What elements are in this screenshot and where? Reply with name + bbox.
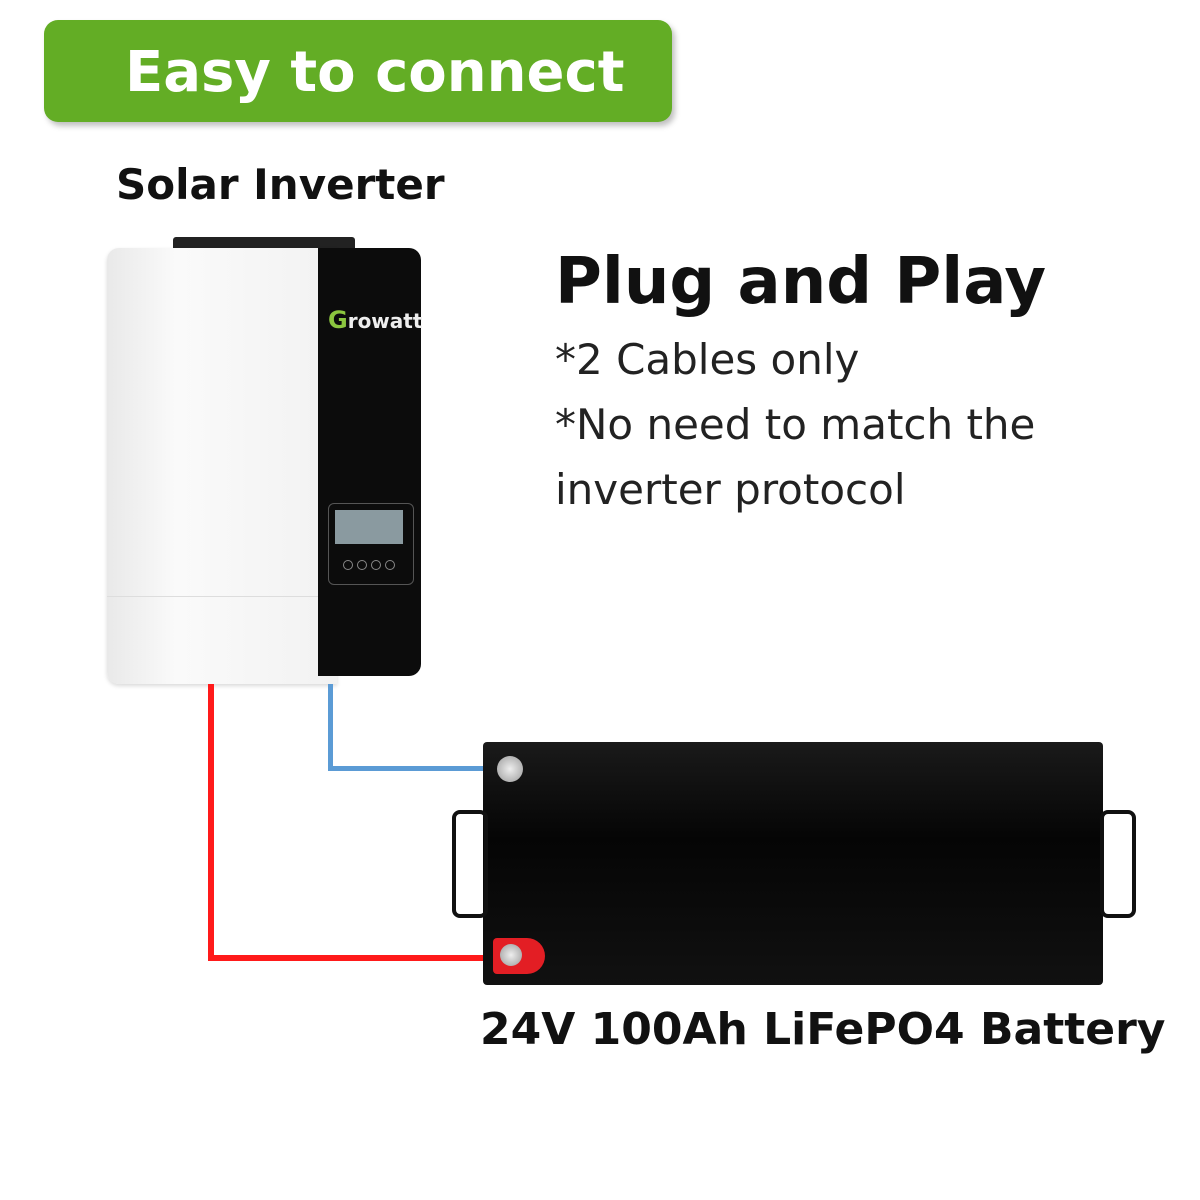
feature-heading: Plug and Play — [555, 245, 1047, 319]
esc-button-icon — [343, 560, 353, 570]
inverter-front-panel — [318, 248, 421, 676]
banner-text: Easy to connect — [125, 40, 625, 105]
feature-note: *2 Cables only — [555, 335, 860, 384]
negative-cable-vertical — [328, 684, 333, 771]
enter-button-icon — [385, 560, 395, 570]
down-button-icon — [371, 560, 381, 570]
inverter-lcd — [335, 510, 403, 544]
battery-handle-right — [1100, 810, 1136, 918]
battery-body — [483, 742, 1103, 985]
growatt-logo: Growatt — [328, 306, 423, 334]
inverter-title: Solar Inverter — [116, 160, 445, 209]
battery-label: 24V 100Ah LiFePO4 Battery — [480, 1004, 1166, 1055]
inverter-display-frame — [328, 503, 414, 585]
feature-note: *No need to match the — [555, 400, 1036, 449]
positive-cable-horizontal — [208, 955, 508, 961]
inverter-seam — [107, 596, 318, 597]
up-button-icon — [357, 560, 367, 570]
feature-note: inverter protocol — [555, 465, 906, 514]
banner — [44, 20, 672, 122]
negative-cable-horizontal — [328, 766, 510, 771]
positive-cable-vertical — [208, 684, 214, 961]
positive-terminal — [500, 944, 522, 966]
inverter-body — [107, 248, 337, 684]
battery-handle-left — [452, 810, 488, 918]
negative-terminal — [497, 756, 523, 782]
